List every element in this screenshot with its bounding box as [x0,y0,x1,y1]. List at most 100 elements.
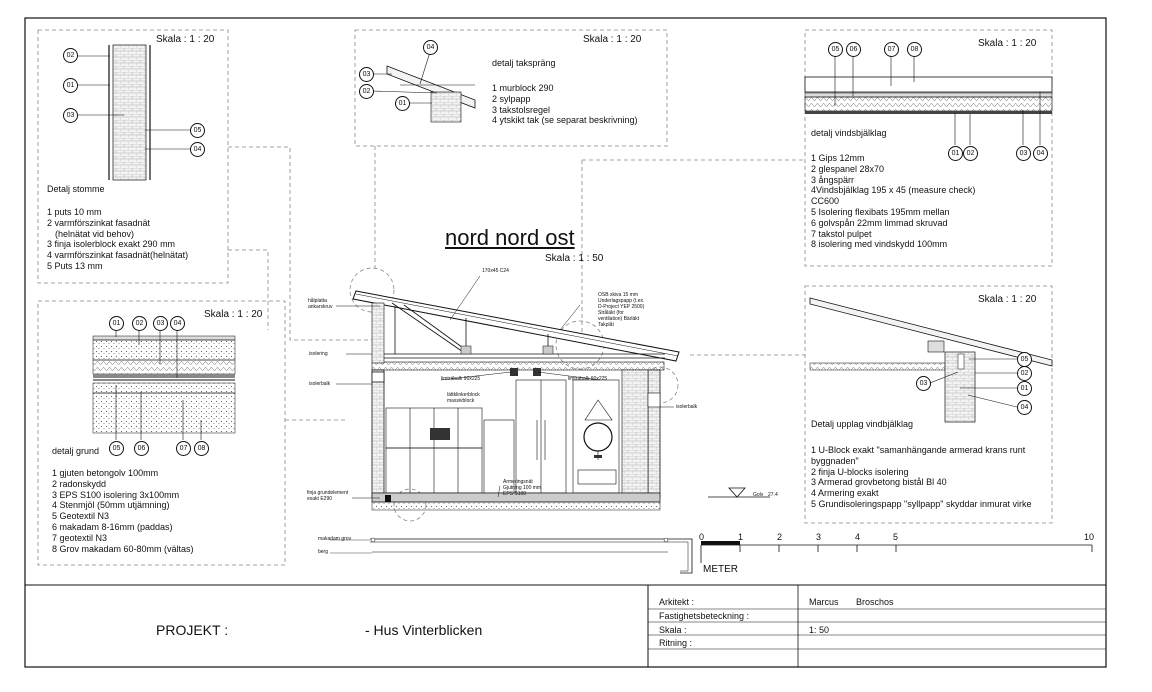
taksprang-item: 1 murblock 290 [492,83,554,93]
vindsbjalklag-item: 6 golvspån 22mm limmad skruvad [811,217,948,228]
taksprang-bubble-01: 01 [395,96,410,111]
tb-value-skala: 1: 50 [809,625,830,635]
tb-label-ritning: Ritning : [659,638,693,648]
taksprang-scale: Skala : 1 : 20 [583,34,642,45]
vindsbjalklag-scale: Skala : 1 : 20 [978,38,1037,49]
grund-scale: Skala : 1 : 20 [204,309,263,320]
scale-tick-0: 0 [699,532,705,542]
label-isolering: isolering [309,351,328,357]
vindsbjalklag-bubble-04: 04 [1033,146,1048,161]
grund-bubble-01: 01 [109,316,124,331]
taksprang-bubble-03: 03 [359,67,374,82]
grund-item: 3 EPS S100 isolering 3x100mm [52,489,180,500]
upplag-bubble-05: 05 [1017,352,1032,367]
label-golv: Golv [753,492,764,498]
upplag-item: 5 Grundisoleringspapp "syllpapp" skyddar… [811,498,1032,509]
stomme-item: 4 varmförszinkat fasadnät(helnätat) [47,250,189,261]
grund-bubble-07: 07 [176,441,191,456]
scale-tick-1: 1 [738,532,744,542]
stomme-list: 1 puts 10 mm 2 varmförszinkat fasadnät (… [47,207,188,272]
upplag-bubble-02: 02 [1017,366,1032,381]
grund-item: 1 gjuten betongolv 100mm [52,468,159,478]
label-halplatta: hålplatta ankarskruv [308,298,333,310]
label-limtra-2: limträbalk 90x225 [568,376,608,382]
label-isolerbalk-right: isolerbalk [676,404,698,410]
project-name: - Hus Vinterblicken [365,622,483,638]
taksprang-item: 2 sylpapp [492,93,531,104]
grund-item: 4 Stenmjöl (50mm utjämning) [52,500,170,511]
vindsbjalklag-bubble-07: 07 [884,42,899,57]
vindsbjalklag-heading: detalj vindsbjälklag [811,128,887,138]
scale-tick-4: 4 [855,532,861,542]
upplag-bubble-01: 01 [1017,381,1032,396]
label-lattblock: lättklinkerblock massivblock [447,392,480,404]
grund-bubble-04: 04 [170,316,185,331]
scale-tick-10: 10 [1084,532,1095,542]
label-makadam: makadam grov [318,536,352,542]
taksprang-bubble-02: 02 [359,84,374,99]
tb-label-skala: Skala : [659,625,687,635]
tb-value-arkitekt: Marcus Broschos [809,597,894,607]
vindsbjalklag-item: 4Vindsbjälklag 195 x 45 (measure check) [811,185,976,196]
scale-tick-5: 5 [893,532,899,542]
label-golv-level: 27.4 [768,492,778,498]
taksprang-list: 1 murblock 290 2 sylpapp 3 takstolsregel… [492,83,638,126]
stomme-bubble-01: 01 [63,78,78,93]
label-isolerbalk-left: isolerbalk [309,381,331,387]
upplag-item: 2 finja U-blocks isolering [811,466,909,477]
stomme-item: 1 puts 10 mm [47,207,102,217]
upplag-item: byggnaden" [811,455,859,466]
vindsbjalklag-bubble-01: 01 [948,146,963,161]
project-label: PROJEKT : [156,622,229,638]
vindsbjalklag-bubble-02: 02 [963,146,978,161]
stomme-bubble-02: 02 [63,48,78,63]
grund-item: 2 radonskydd [52,478,107,489]
upplag-bubble-03: 03 [916,376,931,391]
scale-tick-2: 2 [777,532,783,542]
label-armering: Armeringsnät Gjutning 100 mm EPS S100 [503,479,542,497]
stomme-item: 5 Puts 13 mm [47,260,103,271]
upplag-item: 1 U-Block exakt "samanhängande armerad k… [811,445,1026,455]
label-limtra-1: limträbalk 90x225 [441,376,481,382]
taksprang-heading: detalj takspräng [492,58,556,68]
taksprang-bubble-04: 04 [423,40,438,55]
grund-bubble-05: 05 [109,441,124,456]
grund-list: 1 gjuten betongolv 100mm 2 radonskydd 3 … [52,468,194,554]
vindsbjalklag-bubble-06: 06 [846,42,861,57]
upplag-list: 1 U-Block exakt "samanhängande armerad k… [811,445,1032,510]
vindsbjalklag-item: 8 isolering med vindskydd 100mm [811,239,948,250]
vindsbjalklag-item: 1 Gips 12mm [811,153,865,163]
grund-heading: detalj grund [52,446,100,456]
upplag-heading: Detalj upplag vindbjälklag [811,419,914,429]
scale-tick-3: 3 [816,532,822,542]
grund-item: 5 Geotextil N3 [52,511,110,522]
label-osb: OSB skiva 15 mm Underlagspapp (t.ex. D-P… [598,292,645,328]
vindsbjalklag-item: 3 ångspärr [811,174,855,185]
label-timber: 170x45 C24 [482,268,509,274]
upplag-scale: Skala : 1 : 20 [978,294,1037,305]
grund-item: 8 Grov makadam 60-80mm (vältas) [52,543,194,554]
vindsbjalklag-item: CC600 [811,196,840,207]
stomme-bubble-05: 05 [190,123,205,138]
upplag-bubble-04: 04 [1017,400,1032,415]
grund-bubble-06: 06 [134,441,149,456]
tb-label-arkitekt: Arkitekt : [659,597,695,607]
grund-bubble-08: 08 [194,441,209,456]
taksprang-item: 4 ytskikt tak (se separat beskrivning) [492,115,638,126]
stomme-item: (helnätat vid behov) [55,228,135,239]
stomme-bubble-03: 03 [63,108,78,123]
label-berg: berg [318,549,329,555]
elevation-scale: Skala : 1 : 50 [545,253,604,264]
stomme-bubble-04: 04 [190,142,205,157]
vindsbjalklag-item: 2 glespanel 28x70 [811,163,885,174]
upplag-item: 4 Armering exakt [811,488,879,499]
tb-label-fastighet: Fastighetsbeteckning : [659,611,750,621]
grund-bubble-02: 02 [132,316,147,331]
stomme-heading: Detalj stomme [47,184,105,194]
vindsbjalklag-bubble-05: 05 [828,42,843,57]
taksprang-item: 3 takstolsregel [492,104,551,115]
vindsbjalklag-bubble-03: 03 [1016,146,1031,161]
elevation-title: nord nord ost [445,225,575,250]
